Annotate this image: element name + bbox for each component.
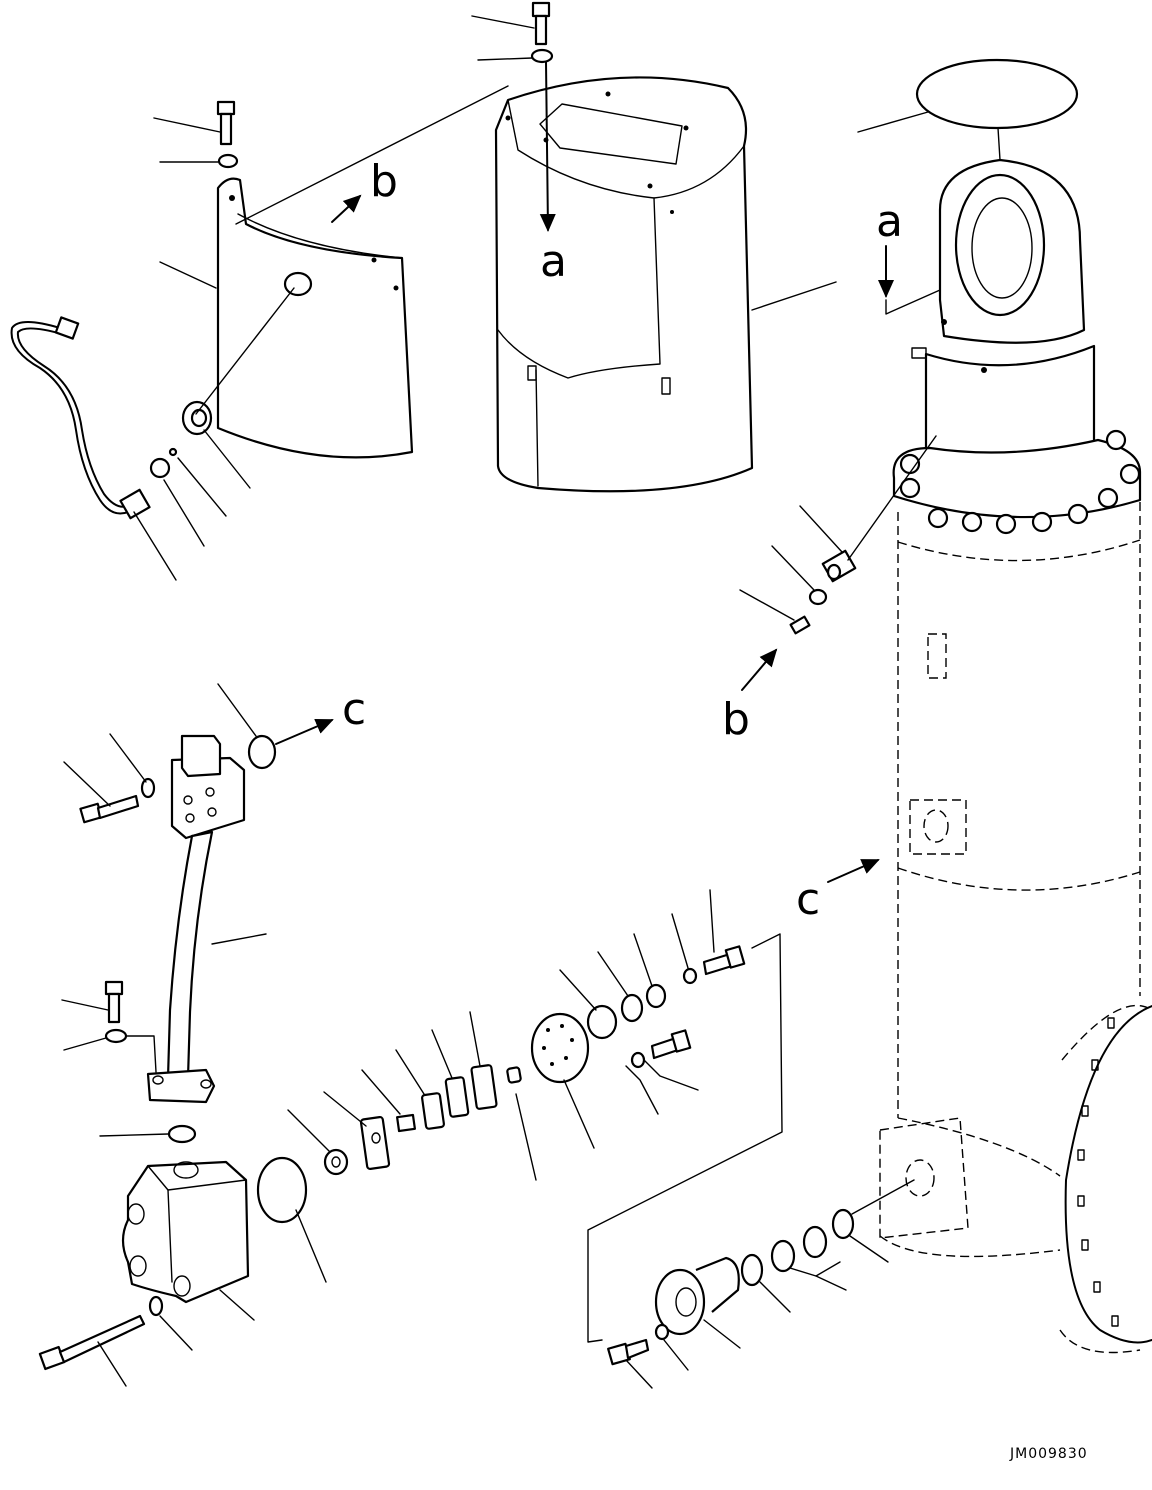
seal-plug xyxy=(149,457,171,479)
small-o-ring xyxy=(168,447,178,457)
pipe-washer-top xyxy=(140,777,156,799)
pipe xyxy=(166,830,214,1080)
retainer-plate xyxy=(530,1012,590,1084)
wheel-holes xyxy=(1077,1017,1119,1327)
pin-flange xyxy=(654,1256,740,1336)
seal-ring-2 xyxy=(770,1239,796,1273)
front-cover xyxy=(216,177,414,459)
valve-block-assembly xyxy=(38,1156,327,1387)
seal-ring-1 xyxy=(740,1253,764,1287)
lock-washer-lower xyxy=(630,1051,646,1069)
washer-disc-1 xyxy=(586,1004,618,1040)
pin xyxy=(506,1066,522,1084)
washer-disc-2 xyxy=(620,993,644,1023)
seal-ring-4 xyxy=(831,1208,855,1240)
ref-letter-b-lower: b xyxy=(722,694,750,745)
cover-bolt-left xyxy=(216,100,236,146)
seal-ring-3 xyxy=(802,1225,828,1259)
ref-letter-a-right: a xyxy=(876,196,903,247)
pipe-bolt-top xyxy=(79,794,140,824)
pipe-o-ring-bottom xyxy=(167,1124,197,1144)
o-ring-large xyxy=(915,58,1079,130)
long-bolt xyxy=(38,1314,146,1371)
pin-and-seals-group xyxy=(607,1179,915,1389)
o-ring-block xyxy=(256,1156,308,1224)
ref-letter-a-upper: a xyxy=(540,236,567,287)
grommet xyxy=(181,400,213,436)
shim-4 xyxy=(470,1064,498,1110)
ref-letter-b-upper: b xyxy=(370,156,398,207)
grease-fitting-group xyxy=(739,435,937,635)
pipe-washer-bottom xyxy=(104,1028,128,1044)
cover-washer-left xyxy=(217,153,239,169)
top-bolt xyxy=(531,1,551,46)
flange-bolts xyxy=(899,429,1141,535)
bolt-lower-right xyxy=(650,1029,692,1060)
cylinder-assembly xyxy=(857,58,1152,1354)
nipple xyxy=(789,615,811,635)
washer-disc-3 xyxy=(645,983,667,1009)
top-washer xyxy=(530,48,554,64)
shim-3 xyxy=(444,1076,470,1118)
bolt-upper-right xyxy=(702,945,746,976)
lock-washer-upper xyxy=(682,967,698,985)
o-ring-pipe xyxy=(247,734,277,770)
pipe-bolt-bottom xyxy=(104,980,124,1024)
sensor-with-cable xyxy=(10,316,151,520)
main-cover xyxy=(494,76,754,493)
shim-group xyxy=(287,889,783,1343)
ref-letter-c-left: c xyxy=(342,684,366,735)
shim-small xyxy=(396,1113,416,1133)
hex-nut xyxy=(323,1148,349,1176)
drawing-number: JM009830 xyxy=(1009,1446,1088,1462)
front-cover-assembly xyxy=(10,100,414,581)
ref-letter-c-right: c xyxy=(796,874,820,925)
pipe-bottom-flange xyxy=(146,1068,216,1104)
washer-bottom xyxy=(654,1323,670,1341)
main-cover-assembly xyxy=(235,1,837,493)
bolt-bottom xyxy=(607,1338,650,1366)
cap xyxy=(808,588,828,606)
valve-block xyxy=(121,1160,250,1304)
shim-2 xyxy=(421,1092,445,1130)
long-bolt-washer xyxy=(148,1295,164,1317)
pipe-top-flange xyxy=(170,756,246,840)
pipe-assembly: c xyxy=(61,683,366,1144)
grease-fitting xyxy=(821,549,857,583)
